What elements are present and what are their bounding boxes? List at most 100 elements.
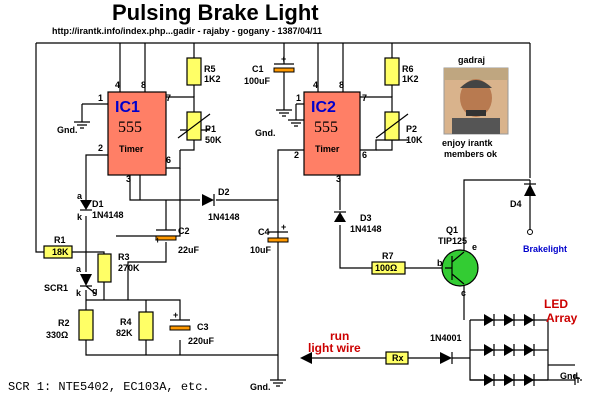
c2-name: C2 (178, 226, 190, 236)
footer-note: SCR 1: NTE5402, EC103A, etc. (8, 380, 210, 394)
d1-cathode-label: k (77, 212, 83, 222)
ic2-pin-8: 8 (339, 80, 344, 90)
c3-plate-bottom (169, 325, 191, 331)
ic2-pin-2: 2 (294, 150, 299, 160)
p2-arrow (375, 113, 409, 139)
diode-d3 (334, 212, 346, 222)
resistor-r5 (186, 57, 202, 86)
led-label-1: LED (544, 297, 568, 311)
page-subtitle: http://irantk.info/index.php...gadir - r… (52, 26, 322, 36)
r3-name: R3 (118, 252, 130, 262)
svg-text:+: + (281, 222, 286, 232)
r4-value: 82K (116, 328, 133, 338)
p1-value: 50K (205, 135, 222, 145)
r7-value: 100Ω (375, 263, 397, 273)
resistor-rx (385, 351, 409, 365)
d2-name: D2 (218, 187, 230, 197)
svg-text:k: k (76, 288, 82, 298)
ic2-body (303, 91, 361, 176)
ic1-pin-8: 8 (141, 80, 146, 90)
p2-name: P2 (406, 124, 417, 134)
gnd-label-led: Gnd. (560, 371, 581, 381)
resistor-r7 (371, 261, 406, 275)
ic2-number: 555 (314, 119, 338, 136)
ic2-pin-1: 1 (296, 93, 301, 103)
ic1-pin-3: 3 (126, 174, 131, 184)
r5-name: R5 (204, 64, 216, 74)
ic2-pin-3: 3 (336, 174, 341, 184)
resistors: R5 1K2 R6 1K2 P1 50K P2 10K 18K R1 R3 27… (43, 57, 423, 365)
ic1-name: IC1 (115, 99, 140, 116)
diode-d1 (80, 200, 92, 210)
r6-name: R6 (402, 64, 414, 74)
ic1-number: 555 (118, 119, 142, 136)
d3-name: D3 (360, 213, 372, 223)
d1-anode-label: a (77, 191, 83, 201)
capacitors: + C1 100uF + C2 22uF + C4 10uF + C3 220u… (155, 54, 295, 346)
r6-value: 1K2 (402, 74, 419, 84)
diode-d4 (524, 184, 536, 196)
gnd-label-main: Gnd. (250, 382, 271, 392)
led-row-2 (484, 344, 535, 356)
c1-value: 100uF (244, 76, 271, 86)
diode-d2 (202, 194, 214, 206)
resistor-r2 (78, 309, 94, 341)
svg-text:b: b (437, 258, 443, 268)
ic1-pin-1: 1 (98, 93, 103, 103)
r1-value: 18K (52, 247, 69, 257)
p2-value: 10K (406, 135, 423, 145)
svg-text:c: c (461, 288, 466, 298)
ic1-pin-6: 6 (166, 155, 171, 165)
svg-text:+: + (173, 310, 178, 320)
diode-d5 (440, 352, 452, 364)
run-label-1: run (330, 329, 349, 343)
svg-text:+: + (155, 235, 160, 245)
r2-value: 330Ω (46, 330, 68, 340)
gnd-label-ic2: Gnd. (255, 128, 276, 138)
ic1-kind: Timer (119, 144, 144, 154)
brakelight-label: Brakelight (523, 244, 567, 254)
ic2: IC2 555 Timer 4 8 1 7 6 2 3 (294, 80, 367, 184)
c1-name: C1 (252, 64, 264, 74)
c3-name: C3 (197, 322, 209, 332)
author-line-1: enjoy irantk (442, 138, 494, 148)
c4-value: 10uF (250, 245, 272, 255)
author-photo: gadraj enjoy irantk members ok (442, 55, 509, 159)
scr1-name: SCR1 (44, 283, 68, 293)
ground-symbols: Gnd. Gnd. Gnd. Gnd. (57, 109, 582, 392)
run-wire-label: run light wire (300, 329, 361, 364)
ic1-pin-2: 2 (98, 143, 103, 153)
author-name: gadraj (458, 55, 485, 65)
ic1-pin-4: 4 (115, 80, 120, 90)
led-array: LED Array (484, 297, 578, 386)
resistor-r1 (43, 245, 73, 259)
r1-name: R1 (54, 235, 66, 245)
c1-plate-bottom (273, 67, 295, 73)
p1-arrow (177, 113, 211, 139)
c4-plate-bottom (267, 237, 289, 243)
ic2-name: IC2 (311, 99, 336, 116)
r5-value: 1K2 (204, 74, 221, 84)
c2-value: 22uF (178, 245, 200, 255)
scr1: a k g SCR1 (44, 264, 98, 298)
r4-name: R4 (120, 317, 132, 327)
r3-value: 270K (118, 263, 140, 273)
author-line-2: members ok (444, 149, 498, 159)
q1-name: Q1 (446, 225, 458, 235)
c3-value: 220uF (188, 336, 215, 346)
ic2-pin-7: 7 (362, 93, 367, 103)
resistor-r4 (138, 311, 154, 341)
d5-value: 1N4001 (430, 333, 462, 343)
d4-name: D4 (510, 199, 522, 209)
d2-value: 1N4148 (208, 212, 240, 222)
q1-body (441, 249, 479, 287)
rx-name: Rx (392, 353, 404, 363)
resistor-r3 (97, 253, 112, 283)
page-title: Pulsing Brake Light (112, 0, 319, 25)
led-label-2: Array (546, 311, 578, 325)
gnd-label-ic1: Gnd. (57, 125, 78, 135)
ic2-kind: Timer (315, 144, 340, 154)
diodes: a k D1 1N4148 D2 1N4148 D3 1N4148 D4 1N4… (77, 183, 536, 364)
resistor-r6 (384, 57, 400, 86)
ic1-body (107, 91, 167, 176)
